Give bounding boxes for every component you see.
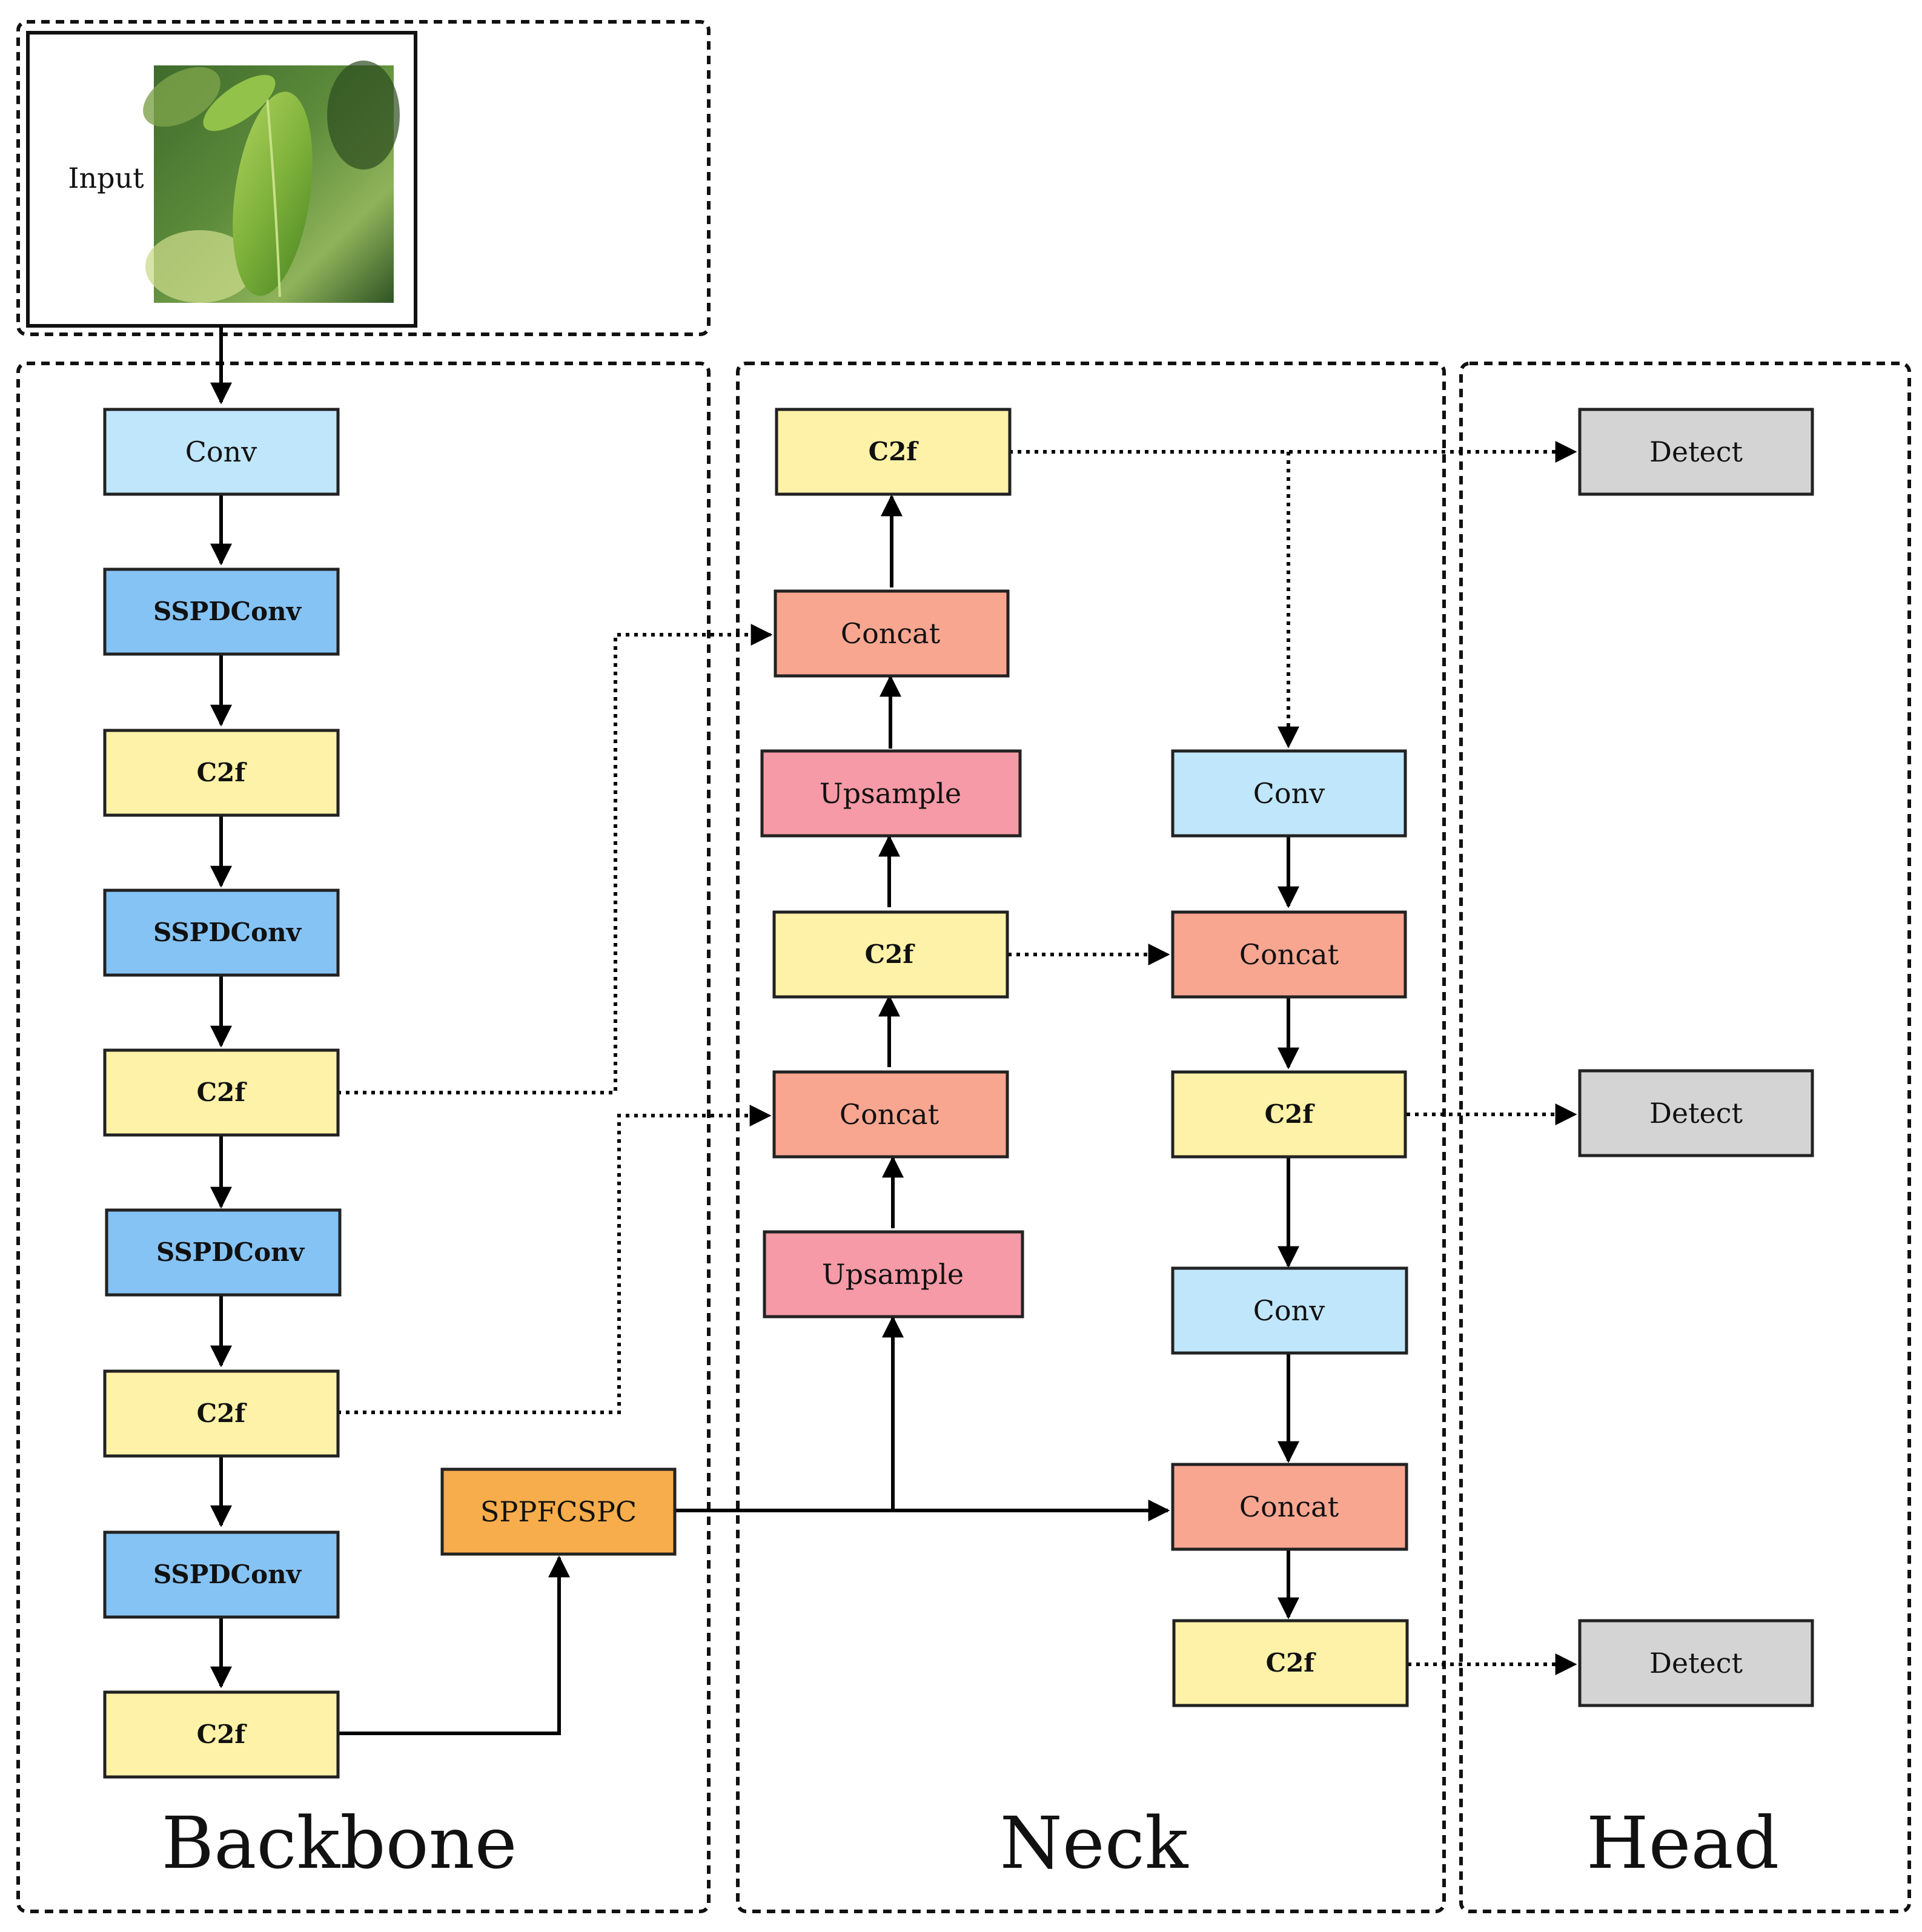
svg-text:Concat: Concat — [1239, 1490, 1339, 1523]
svg-text:C2f: C2f — [869, 437, 920, 466]
svg-text:SSPDConv: SSPDConv — [156, 1237, 305, 1267]
svg-text:Detect: Detect — [1649, 1097, 1743, 1130]
block-neck-c2f-top: C2f — [775, 408, 1012, 496]
block-backbone-c2f-2: C2f — [103, 1048, 340, 1137]
svg-text:C2f: C2f — [1265, 1099, 1316, 1129]
block-neck-conv-1: Conv — [1171, 749, 1407, 838]
dotted-connectors — [337, 441, 1577, 1675]
block-backbone-c2f-3: C2f — [103, 1369, 340, 1458]
svg-text:C2f: C2f — [1266, 1648, 1317, 1678]
block-backbone-sspdconv-2: SSPDConv — [103, 888, 340, 977]
solid-connectors — [210, 326, 1299, 1735]
backbone-section-frame — [16, 362, 711, 1913]
section-label-backbone: Backbone — [161, 1801, 517, 1885]
block-detect-2: Detect — [1578, 1069, 1814, 1157]
svg-text:Concat: Concat — [1239, 938, 1339, 971]
block-backbone-sspdconv-3: SSPDConv — [105, 1208, 342, 1297]
svg-text:C2f: C2f — [197, 1398, 248, 1428]
leaf-image — [143, 61, 400, 303]
block-neck-c2f-r2: C2f — [1172, 1619, 1409, 1707]
svg-text:SSPDConv: SSPDConv — [153, 597, 302, 626]
section-label-neck: Neck — [1000, 1801, 1189, 1885]
block-neck-c2f-mid: C2f — [772, 910, 1009, 999]
block-detect-3: Detect — [1578, 1619, 1814, 1707]
block-neck-c2f-r1: C2f — [1171, 1070, 1407, 1159]
svg-text:Upsample: Upsample — [822, 1258, 964, 1291]
svg-text:C2f: C2f — [865, 939, 916, 969]
svg-text:Detect: Detect — [1649, 1647, 1743, 1679]
block-neck-concat-4: Concat — [1171, 1463, 1408, 1551]
neck-section-frame — [736, 362, 1446, 1913]
block-neck-upsample-2: Upsample — [763, 1230, 1024, 1318]
input-label: Input — [68, 162, 144, 194]
block-backbone-sspdconv-1: SSPDConv — [103, 567, 340, 656]
block-neck-concat-2: Concat — [772, 1070, 1009, 1159]
svg-text:Conv: Conv — [185, 435, 257, 468]
section-label-head: Head — [1586, 1801, 1780, 1885]
svg-text:Conv: Conv — [1253, 777, 1325, 810]
block-backbone-conv: Conv — [103, 408, 340, 496]
svg-text:SSPDConv: SSPDConv — [153, 918, 302, 947]
svg-text:C2f: C2f — [197, 1077, 248, 1107]
svg-text:C2f: C2f — [197, 758, 248, 787]
svg-text:SSPDConv: SSPDConv — [153, 1560, 302, 1589]
svg-text:Detect: Detect — [1649, 435, 1743, 468]
head-section-frame — [1459, 362, 1911, 1913]
block-neck-upsample-1: Upsample — [760, 749, 1022, 838]
input-section-frame — [16, 20, 711, 336]
svg-text:Concat: Concat — [841, 617, 941, 650]
block-backbone-c2f-4: C2f — [103, 1690, 340, 1779]
svg-text:Conv: Conv — [1253, 1294, 1325, 1327]
svg-text:SPPFCSPC: SPPFCSPC — [480, 1495, 637, 1528]
block-neck-concat-3: Concat — [1171, 910, 1407, 999]
svg-text:Concat: Concat — [840, 1098, 939, 1131]
block-neck-concat-1: Concat — [774, 589, 1010, 678]
block-backbone-c2f-1: C2f — [103, 729, 340, 817]
block-neck-conv-2: Conv — [1171, 1266, 1408, 1355]
block-detect-1: Detect — [1578, 408, 1814, 496]
block-backbone-sspdconv-4: SSPDConv — [103, 1530, 340, 1619]
svg-text:Upsample: Upsample — [820, 777, 961, 810]
svg-text:C2f: C2f — [197, 1719, 248, 1749]
block-sppfcspc: SPPFCSPC — [440, 1467, 677, 1556]
